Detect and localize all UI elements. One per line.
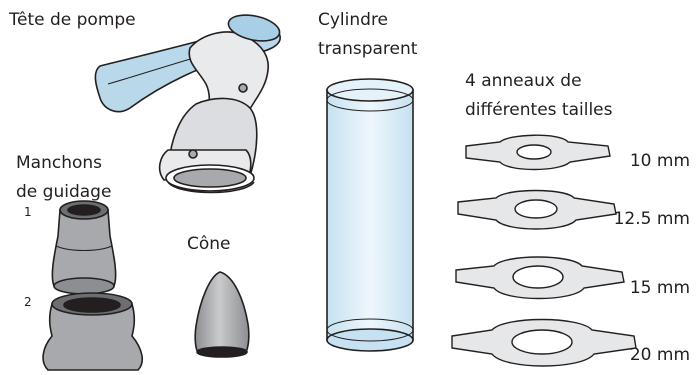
ring-20mm-illustration: [452, 320, 636, 367]
cylinder-illustration: [327, 79, 413, 351]
ring-10mm-illustration: [466, 135, 610, 169]
cone-illustration: [195, 272, 249, 357]
sleeve-2-illustration: [43, 293, 142, 370]
ring-12-5mm-illustration: [458, 191, 616, 230]
pump-head-illustration: [95, 11, 282, 193]
sleeve-1-illustration: [52, 201, 115, 294]
ring-15mm-illustration: [456, 257, 624, 299]
